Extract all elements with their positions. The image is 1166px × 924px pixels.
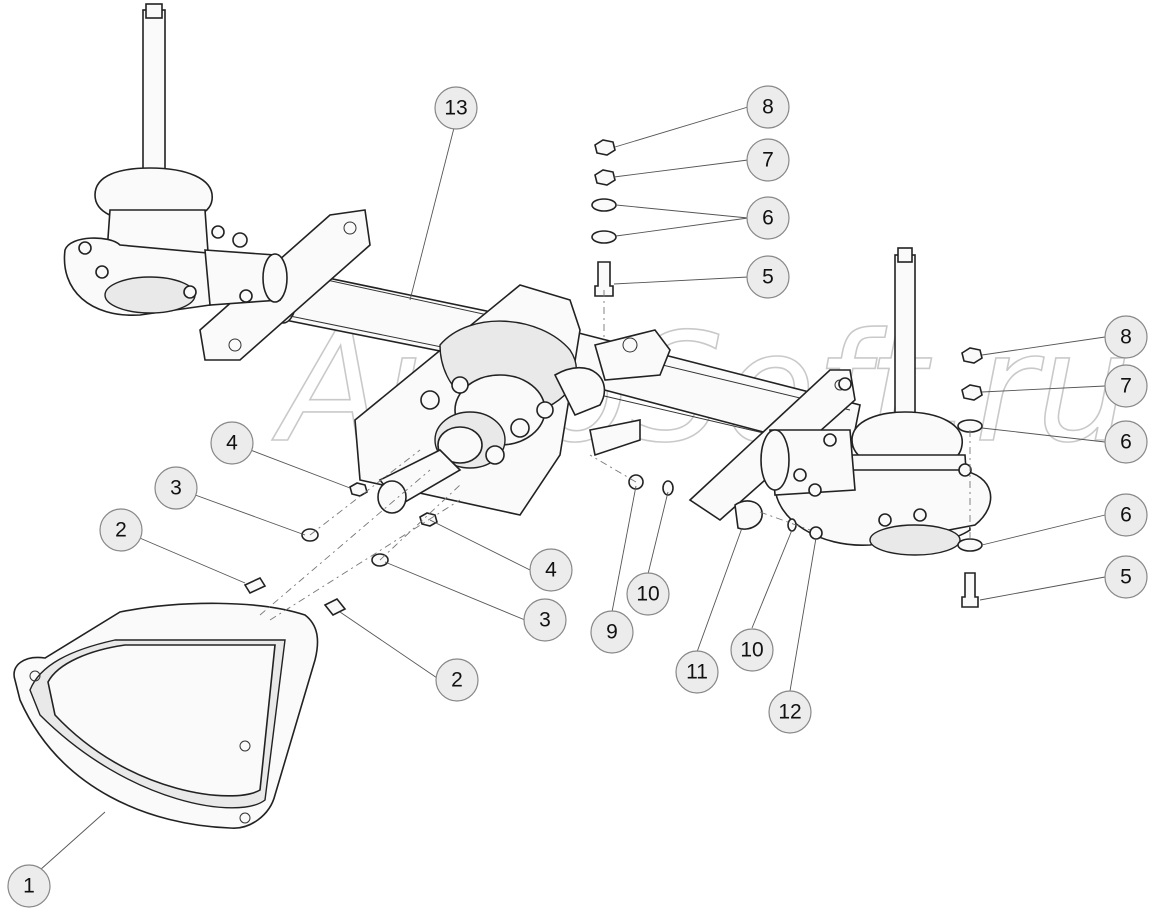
plug-part-11 bbox=[734, 500, 763, 530]
svg-text:3: 3 bbox=[539, 609, 551, 632]
svg-text:2: 2 bbox=[115, 519, 127, 542]
callout-12: 12 bbox=[768, 690, 812, 734]
svg-text:12: 12 bbox=[778, 701, 801, 724]
svg-text:13: 13 bbox=[444, 97, 467, 120]
left-final-drive bbox=[63, 3, 288, 316]
callout-11: 11 bbox=[675, 650, 719, 694]
assembly-center-lines bbox=[259, 290, 971, 621]
callout-1: 1 bbox=[7, 864, 51, 908]
svg-text:4: 4 bbox=[226, 432, 238, 455]
washer-part-6-right-b bbox=[957, 538, 983, 552]
bolt-part-2-b bbox=[323, 597, 347, 617]
lock-nut-part-7-right bbox=[961, 384, 983, 401]
callout-6-right-b: 6 bbox=[1104, 493, 1148, 537]
washer-part-6-upper-a bbox=[591, 198, 617, 212]
svg-text:9: 9 bbox=[606, 621, 618, 644]
differential-housing bbox=[354, 284, 641, 516]
callout-4-center: 4 bbox=[529, 548, 573, 592]
leader-lines bbox=[39, 106, 1106, 871]
lock-nut-part-7-upper bbox=[594, 169, 616, 186]
callout-2-left: 2 bbox=[99, 508, 143, 552]
svg-text:2: 2 bbox=[451, 669, 463, 692]
svg-text:5: 5 bbox=[762, 266, 774, 289]
callout-13: 13 bbox=[434, 86, 478, 130]
washer-part-6-upper-b bbox=[591, 230, 617, 244]
svg-text:6: 6 bbox=[1120, 431, 1132, 454]
callout-6-right-a: 6 bbox=[1104, 420, 1148, 464]
svg-text:11: 11 bbox=[686, 661, 708, 684]
washer-part-10-a bbox=[662, 480, 674, 496]
nut-part-8-right bbox=[961, 347, 983, 364]
svg-text:6: 6 bbox=[1120, 504, 1132, 527]
callout-2-center: 2 bbox=[435, 658, 479, 702]
nut-part-12 bbox=[809, 526, 823, 540]
bolt-part-5-right bbox=[961, 572, 979, 608]
callout-5-upper: 5 bbox=[746, 255, 790, 299]
svg-text:3: 3 bbox=[170, 477, 182, 500]
svg-text:8: 8 bbox=[1120, 326, 1132, 349]
bolt-part-5-upper bbox=[594, 261, 614, 297]
svg-text:10: 10 bbox=[740, 639, 763, 662]
svg-text:7: 7 bbox=[762, 149, 774, 172]
callout-8-right: 8 bbox=[1104, 315, 1148, 359]
callout-3-left: 3 bbox=[154, 466, 198, 510]
callout-5-right: 5 bbox=[1104, 555, 1148, 599]
callout-8-upper: 8 bbox=[746, 85, 790, 129]
callout-7-upper: 7 bbox=[746, 138, 790, 182]
svg-text:4: 4 bbox=[545, 559, 557, 582]
callout-6-upper: 6 bbox=[746, 196, 790, 240]
svg-text:6: 6 bbox=[762, 207, 774, 230]
bolt-part-2-a bbox=[243, 576, 267, 595]
callout-7-right: 7 bbox=[1104, 364, 1148, 408]
nut-part-4-a bbox=[349, 482, 368, 497]
svg-text:10: 10 bbox=[636, 583, 659, 606]
callouts: 13 8 7 6 5 8 7 6 6 5 4 3 2 4 3 2 9 10 11… bbox=[7, 85, 1148, 908]
callout-3-center: 3 bbox=[523, 598, 567, 642]
callout-4-left: 4 bbox=[210, 421, 254, 465]
svg-text:1: 1 bbox=[23, 875, 35, 898]
svg-text:7: 7 bbox=[1120, 375, 1132, 398]
svg-text:5: 5 bbox=[1120, 566, 1132, 589]
housing-cover-part-1 bbox=[13, 602, 319, 829]
callout-9: 9 bbox=[590, 610, 634, 654]
nut-part-8-upper bbox=[594, 139, 616, 156]
right-final-drive bbox=[760, 247, 992, 556]
svg-text:8: 8 bbox=[762, 96, 774, 119]
callout-10-b: 10 bbox=[730, 628, 774, 672]
callout-10-a: 10 bbox=[626, 572, 670, 616]
